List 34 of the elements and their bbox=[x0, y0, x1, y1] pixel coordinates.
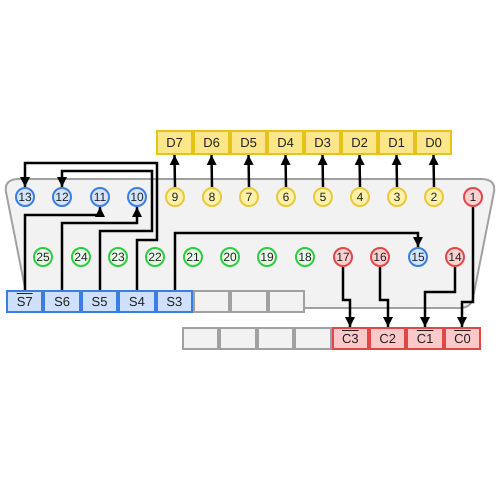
arrow bbox=[354, 154, 365, 188]
arrow bbox=[428, 154, 439, 188]
register-bit: C0 bbox=[444, 327, 482, 350]
register-bit: D1 bbox=[378, 130, 415, 155]
register-bit: S7 bbox=[6, 290, 44, 313]
register-bit: D3 bbox=[304, 130, 341, 155]
register-bit: S4 bbox=[118, 290, 156, 313]
arrow bbox=[24, 207, 105, 290]
register-bit: D2 bbox=[341, 130, 378, 155]
arrow bbox=[342, 267, 355, 327]
register-bit: C1 bbox=[406, 327, 444, 350]
arrow bbox=[60, 207, 142, 290]
register-bit: D0 bbox=[415, 130, 452, 155]
arrow bbox=[392, 154, 402, 188]
arrow bbox=[378, 267, 393, 327]
arrow bbox=[420, 267, 456, 327]
arrow bbox=[457, 207, 474, 327]
register-bit: C3 bbox=[332, 327, 369, 350]
register-bit: C2 bbox=[369, 327, 406, 350]
register-bit: D6 bbox=[193, 130, 230, 155]
register-bit: S6 bbox=[43, 290, 81, 313]
arrow bbox=[244, 154, 254, 188]
arrow bbox=[318, 154, 328, 188]
register-bit: D7 bbox=[156, 130, 193, 155]
arrow bbox=[206, 154, 217, 188]
arrow bbox=[174, 232, 423, 290]
arrow bbox=[170, 154, 180, 188]
register-bit: D5 bbox=[230, 130, 267, 155]
arrow bbox=[57, 170, 154, 290]
register-bit: S3 bbox=[156, 290, 193, 313]
register-bit: S5 bbox=[80, 290, 118, 313]
arrow bbox=[20, 162, 158, 290]
arrow bbox=[280, 154, 291, 188]
register-bit: D4 bbox=[267, 130, 304, 155]
